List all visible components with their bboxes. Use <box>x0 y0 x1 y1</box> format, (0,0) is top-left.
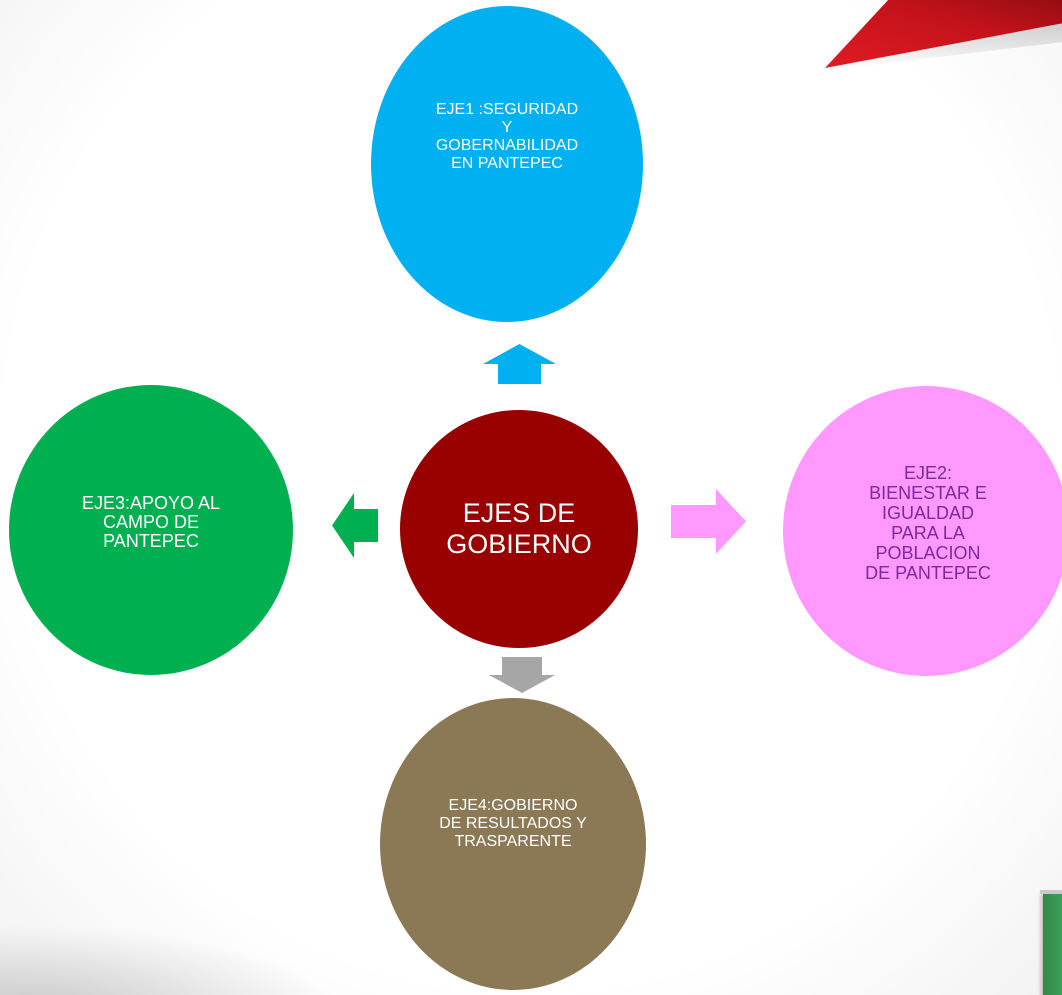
arrow-up-shape <box>483 344 556 384</box>
arrow-right-shape <box>671 489 746 554</box>
green-photo-edge-decoration <box>1040 890 1062 995</box>
central-government-axes-circle: EJES DE GOBIERNO <box>400 410 638 648</box>
axis-2-wellbeing-circle: EJE2: BIENESTAR E IGUALDAD PARA LA POBLA… <box>783 386 1062 676</box>
arrow-left-shape <box>332 493 378 558</box>
arrow-up-icon <box>483 344 556 384</box>
axis-4-government-results-circle: EJE4:GOBIERNO DE RESULTADOS Y TRASPARENT… <box>380 698 646 990</box>
axis-4-label: EJE4:GOBIERNO DE RESULTADOS Y TRASPARENT… <box>439 797 587 850</box>
red-ribbon-decoration <box>825 0 1062 70</box>
arrow-left-icon <box>332 493 378 558</box>
arrow-down-shape <box>489 657 555 693</box>
arrow-down-icon <box>489 657 555 693</box>
axis-3-label: EJE3:APOYO AL CAMPO DE PANTEPEC <box>81 492 221 551</box>
page-curl-shadow <box>0 925 340 995</box>
axis-2-label: EJE2: BIENESTAR E IGUALDAD PARA LA POBLA… <box>865 463 991 583</box>
central-label: EJES DE GOBIERNO <box>446 498 592 559</box>
arrow-right-icon <box>671 489 746 554</box>
axis-1-label: EJE1 :SEGURIDAD Y GOBERNABILIDAD EN PANT… <box>435 101 579 172</box>
axis-3-agriculture-circle: EJE3:APOYO AL CAMPO DE PANTEPEC <box>9 385 293 675</box>
axis-1-security-circle: EJE1 :SEGURIDAD Y GOBERNABILIDAD EN PANT… <box>371 6 643 322</box>
